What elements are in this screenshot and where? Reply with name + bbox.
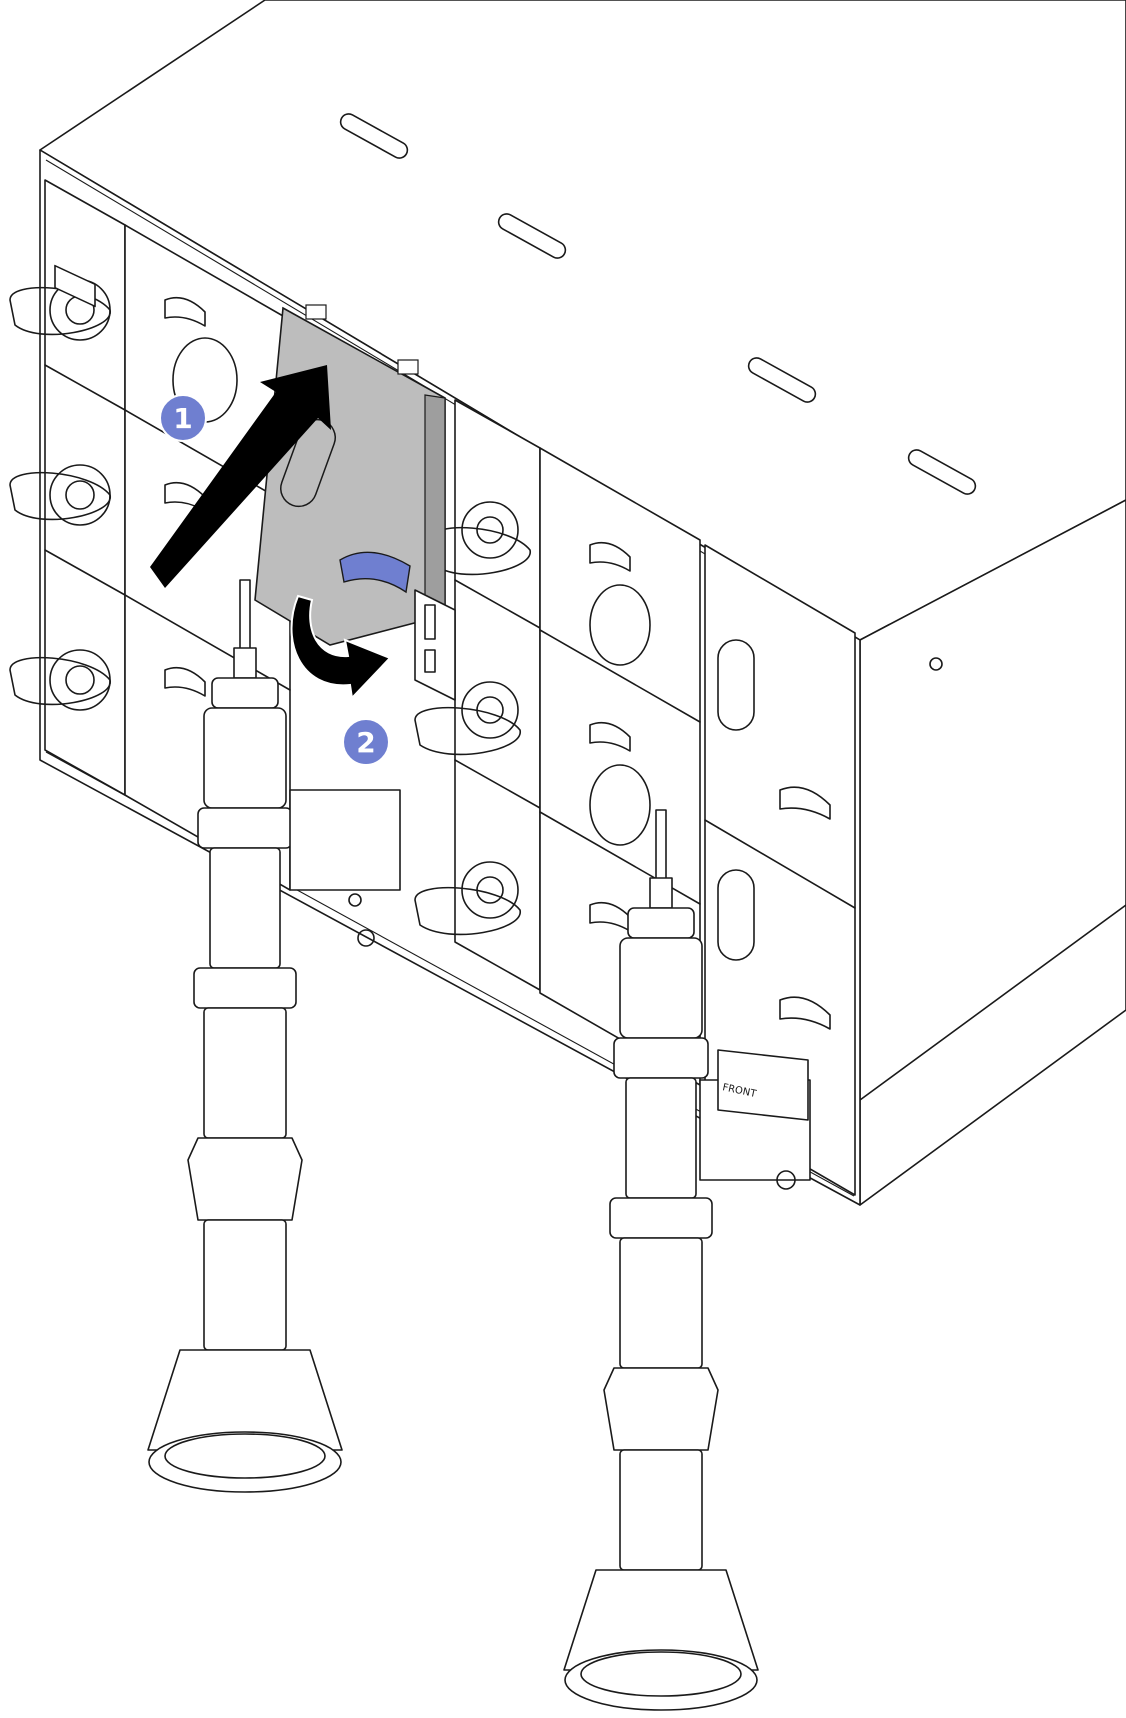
callout-2-number: 2 [356,726,375,759]
psu-unit [9,464,111,526]
sensor-bracket [414,589,456,701]
blank-panel-column [704,544,856,1196]
water-stand-pipe-left [147,579,401,1493]
curved-arrow-icon [290,594,392,701]
cover-latch [339,551,411,594]
enclosure-side-panel [859,499,1126,1206]
front-marking: FRONT [717,1049,809,1121]
callout-1: 1 [159,394,207,442]
arrow-up-right-icon [150,365,331,588]
callout-1-number: 1 [173,402,192,435]
callout-2: 2 [342,718,390,766]
psu-unit [9,264,111,341]
psu-column-center [414,399,541,991]
psu-column-left [9,179,126,796]
psu-unit [9,649,111,711]
